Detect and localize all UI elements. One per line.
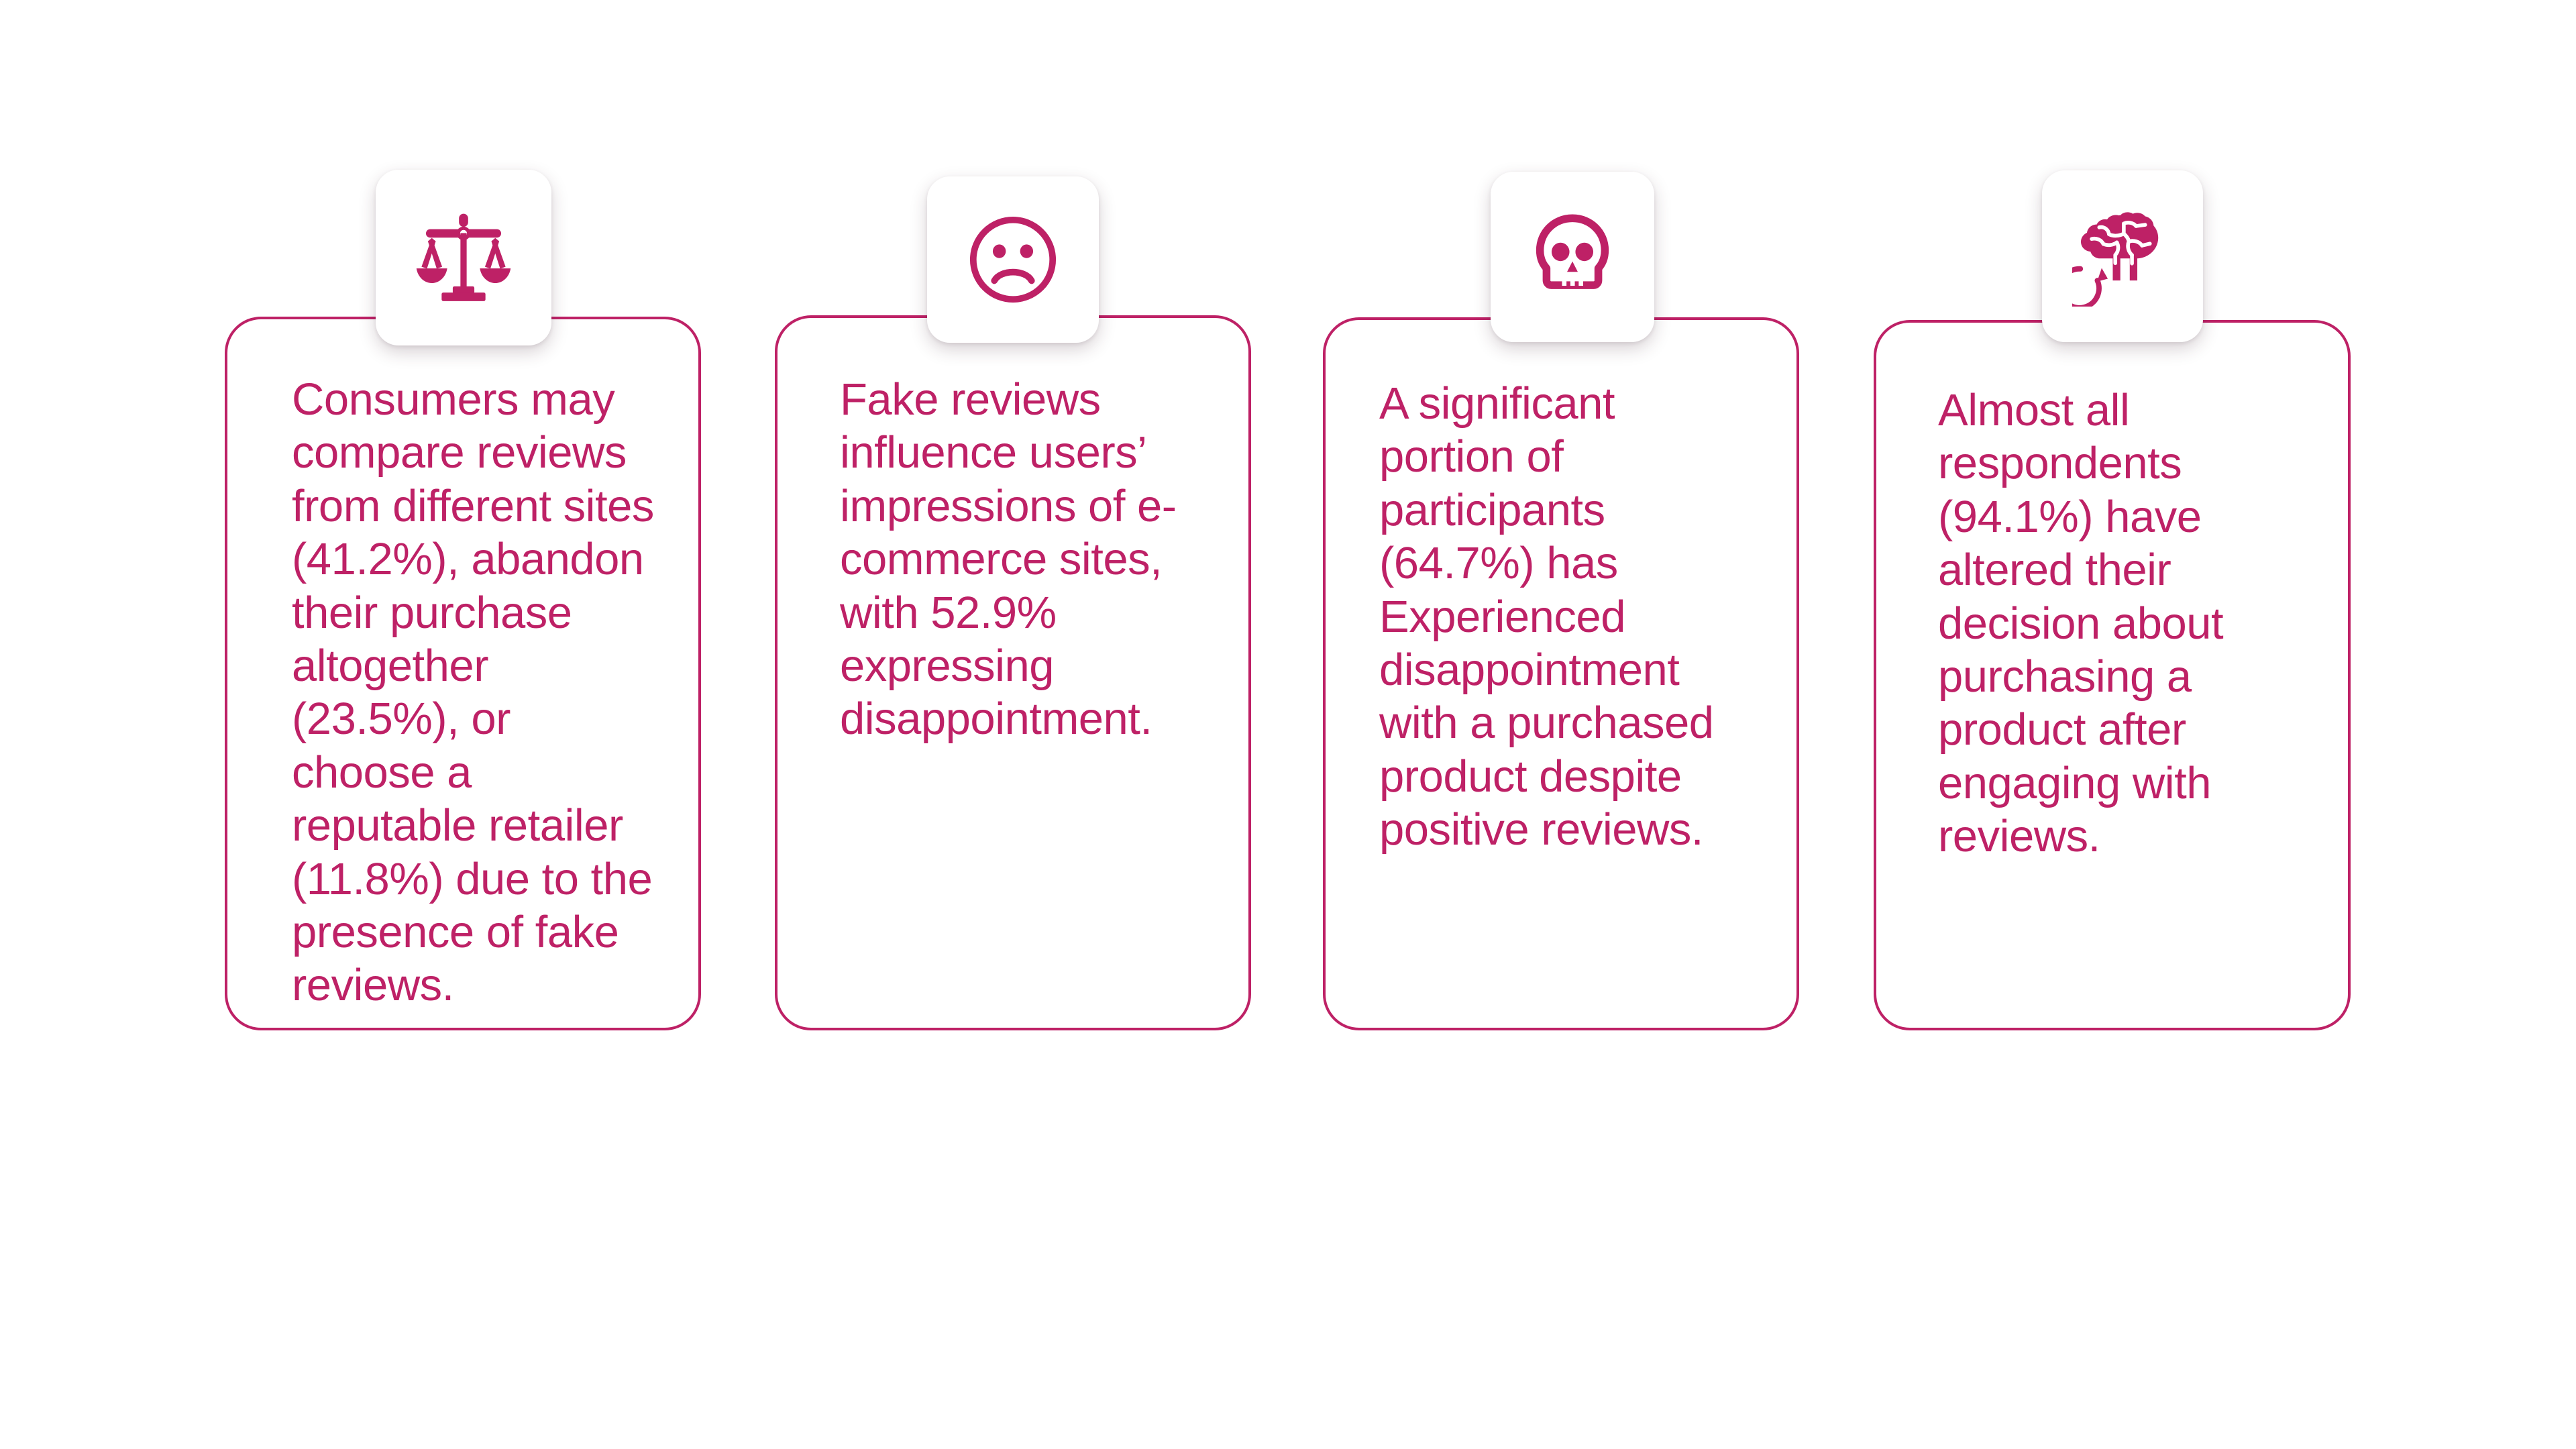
stat-card-3-text: A significant portion of participants (6… [1379, 378, 1714, 855]
stat-card-4-text: Almost all respondents (94.1%) have alte… [1938, 385, 2224, 862]
stat-card-4 [1874, 320, 2351, 1030]
stat-card-2-text: Fake reviews influence users’ impression… [840, 374, 1177, 745]
icon-tile-4 [2042, 170, 2203, 342]
stat-card-1-text: Consumers may compare reviews from diffe… [292, 374, 654, 1011]
skull-icon [1525, 209, 1620, 305]
balance-scale-icon [411, 205, 516, 310]
icon-tile-3 [1491, 172, 1654, 342]
icon-tile-2 [927, 176, 1099, 343]
stat-card-1 [225, 317, 701, 1030]
icon-tile-1 [376, 170, 551, 345]
sad-face-icon [963, 210, 1063, 309]
brain-refresh-icon [2072, 206, 2173, 307]
stat-card-3 [1323, 317, 1799, 1030]
